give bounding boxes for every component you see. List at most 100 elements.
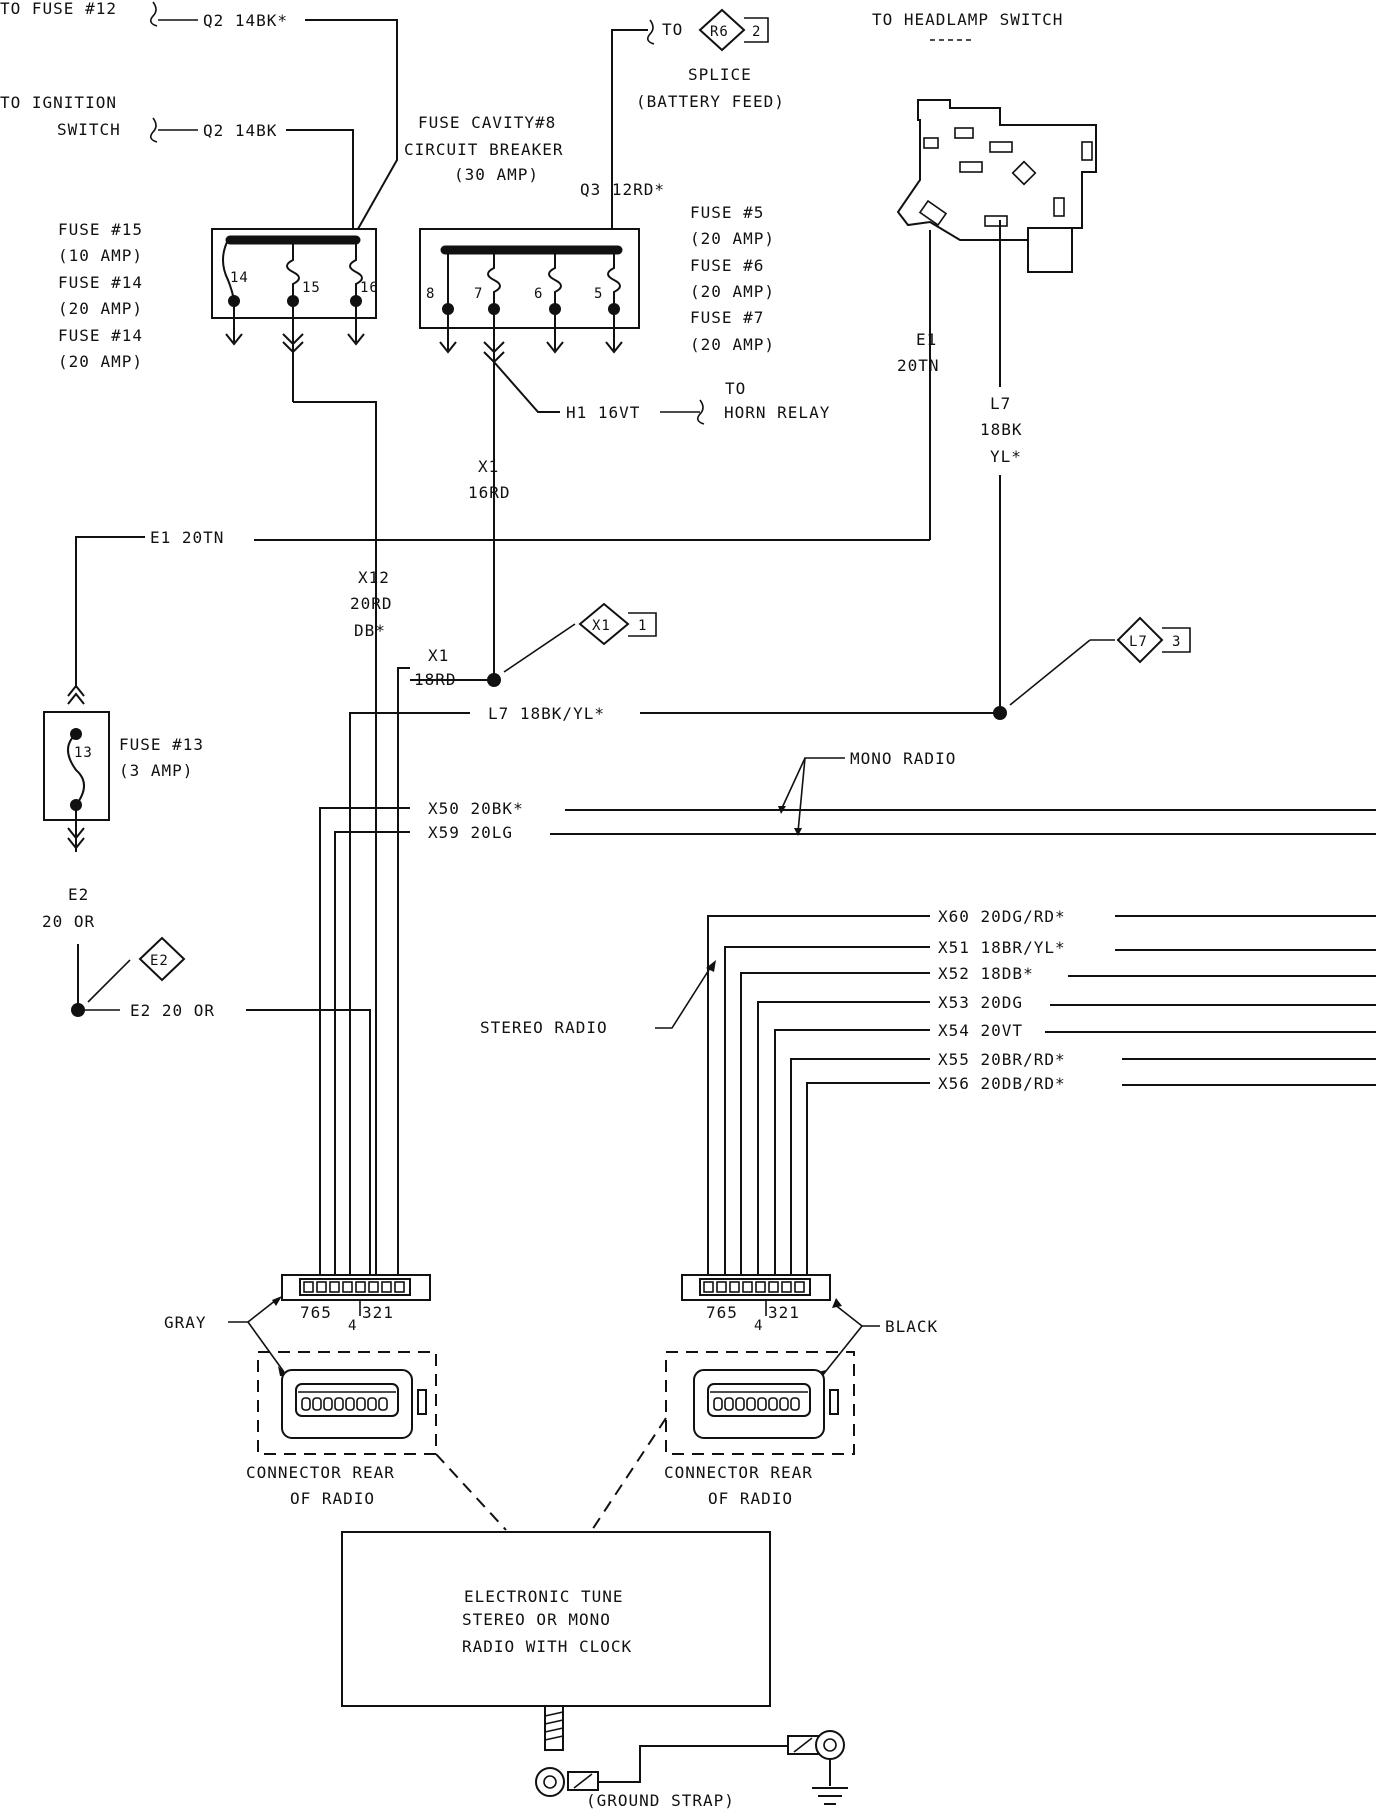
wire-x56 xyxy=(806,1082,930,1280)
ring-terminal-hole xyxy=(823,1738,837,1752)
gray-label: GRAY xyxy=(164,1313,207,1332)
wire-x50 xyxy=(319,807,410,1280)
e2-20or-label: E2 20 OR xyxy=(130,1001,215,1020)
black-pins-321-label: 321 xyxy=(768,1303,800,1322)
l7-pin-box xyxy=(1162,627,1191,653)
bk-18-label: 18BK xyxy=(980,420,1023,439)
rd-20-label: 20RD xyxy=(350,594,393,613)
gray-pins-765-label: 765 xyxy=(300,1303,332,1322)
ground-symbol xyxy=(812,1787,848,1805)
fuse-13-label: FUSE #13 xyxy=(119,735,204,754)
x51-label: X51 18BR/YL* xyxy=(938,938,1066,957)
fuse-5-label: FUSE #5 xyxy=(690,203,764,222)
splice-dot xyxy=(487,673,501,687)
fuse-5-element xyxy=(607,250,621,310)
q3-12rd-label: Q3 12RD* xyxy=(580,180,665,199)
leader-line xyxy=(781,757,845,809)
black-connector-rear-socket xyxy=(707,1383,811,1417)
x1-a-label: X1 xyxy=(478,457,499,476)
wire-q2-14bk xyxy=(286,129,354,236)
battery-feed-label: (BATTERY FEED) xyxy=(636,92,785,111)
leader-line xyxy=(1009,639,1091,706)
wire-x55 xyxy=(790,1058,930,1280)
gray-connector-rear-frame xyxy=(257,1351,437,1455)
pin-15-label: 15 xyxy=(302,280,321,296)
fuse-6-label: FUSE #6 xyxy=(690,256,764,275)
connector-arrow xyxy=(347,333,365,346)
gray-pins-321-label: 321 xyxy=(362,1303,394,1322)
black-connector-rear-pins xyxy=(713,1397,800,1411)
to-fuse-12-label: TO FUSE #12 xyxy=(0,0,117,18)
x54-label: X54 20VT xyxy=(938,1021,1023,1040)
ring-terminal-hole xyxy=(543,1775,557,1789)
arrowhead xyxy=(832,1298,842,1308)
wire-x59 xyxy=(334,831,410,1280)
x12-label: X12 xyxy=(358,568,390,587)
gray-connector-rear-pins xyxy=(301,1397,388,1411)
amp-20d-label: (20 AMP) xyxy=(690,282,775,301)
connector-arrow xyxy=(67,827,85,840)
switch-terminal xyxy=(918,199,948,227)
wire-q2-14bk-star xyxy=(305,19,398,237)
connector-arrow xyxy=(546,341,564,354)
to-headlamp-switch-label: TO HEADLAMP SWITCH xyxy=(872,10,1063,29)
ring-terminal xyxy=(535,1767,565,1797)
wire-x60 xyxy=(707,915,930,1280)
connector-arrow xyxy=(225,333,243,346)
connector-arrow xyxy=(67,684,85,697)
fuse-6-element xyxy=(548,250,562,310)
amp-20e-label: (20 AMP) xyxy=(690,335,775,354)
leader-line xyxy=(87,959,131,1003)
to-ignition-label: TO IGNITION xyxy=(0,93,117,112)
splice-dot xyxy=(993,706,1007,720)
yl-star-label: YL* xyxy=(990,447,1022,466)
db-star-label: DB* xyxy=(354,621,386,640)
ring-terminal xyxy=(815,1730,845,1760)
gray-connector-latch xyxy=(417,1389,427,1415)
wire-x54 xyxy=(774,1029,930,1280)
q2-14bk-label: Q2 14BK xyxy=(203,121,277,140)
x1-b-label: X1 xyxy=(428,646,449,665)
switch-terminal xyxy=(954,127,974,139)
fuse-cavity-8-label: FUSE CAVITY#8 xyxy=(418,113,556,132)
black-connector-latch xyxy=(829,1389,839,1415)
fuse-16-element xyxy=(349,240,363,300)
of-radio-a-label: OF RADIO xyxy=(290,1489,375,1508)
rd-16-label: 16RD xyxy=(468,483,511,502)
l7-a-label: L7 xyxy=(990,394,1011,413)
switch-terminal xyxy=(984,215,1008,227)
wire-x52 xyxy=(740,972,930,1280)
black-connector-pin-row xyxy=(703,1281,805,1293)
switch-terminal xyxy=(1011,160,1037,186)
pin-6-label: 6 xyxy=(534,286,543,302)
wire-x51 xyxy=(724,946,930,1280)
fuse-14a-label: FUSE #14 xyxy=(58,273,143,292)
leader-line xyxy=(821,1325,863,1377)
connector-break-symbol xyxy=(149,117,158,143)
switch-label: SWITCH xyxy=(57,120,121,139)
l7-tag-label: L7 xyxy=(1129,634,1148,650)
x52-label: X52 18DB* xyxy=(938,964,1034,983)
l7-splice-diamond xyxy=(1116,616,1164,664)
splice-dot xyxy=(71,1003,85,1017)
switch-terminal xyxy=(1053,197,1065,217)
x60-label: X60 20DG/RD* xyxy=(938,907,1066,926)
connector-break-symbol xyxy=(696,399,705,425)
wire-x12 xyxy=(293,401,377,1280)
black-pins-765-label: 765 xyxy=(706,1303,738,1322)
ground-strap-label: (GROUND STRAP) xyxy=(586,1791,735,1810)
ground-stud-threads xyxy=(544,1711,564,1741)
gray-connector-rear-socket xyxy=(295,1383,399,1417)
amp-20b-label: (20 AMP) xyxy=(58,352,143,371)
wire-l7-to-connector xyxy=(349,712,470,1280)
r6-pin-box xyxy=(744,17,769,43)
fuse-7-label: FUSE #7 xyxy=(690,308,764,327)
projection-line xyxy=(591,1417,667,1531)
x50-label: X50 20BK* xyxy=(428,799,524,818)
q2-14bk-star-label: Q2 14BK* xyxy=(203,11,288,30)
radio-line3-label: RADIO WITH CLOCK xyxy=(462,1637,632,1656)
leader-line xyxy=(655,964,713,1029)
wire-x1-to-connector xyxy=(397,667,410,1280)
splice-label: SPLICE xyxy=(688,65,752,84)
